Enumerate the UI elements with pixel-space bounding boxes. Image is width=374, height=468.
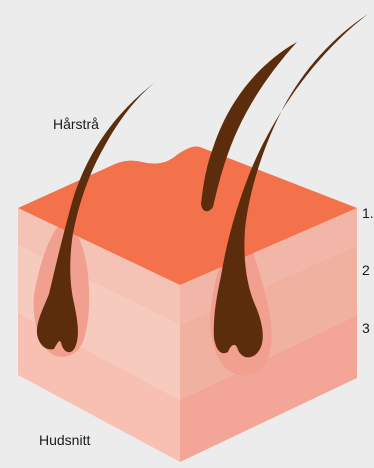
hair-label: Hårstrå [53, 116, 99, 132]
skin-section-label: Hudsnitt [39, 432, 90, 448]
layer-label-1: 1. [362, 205, 374, 221]
layer-label-2: 2 [362, 262, 370, 278]
layer-label-3: 3 [362, 320, 370, 336]
